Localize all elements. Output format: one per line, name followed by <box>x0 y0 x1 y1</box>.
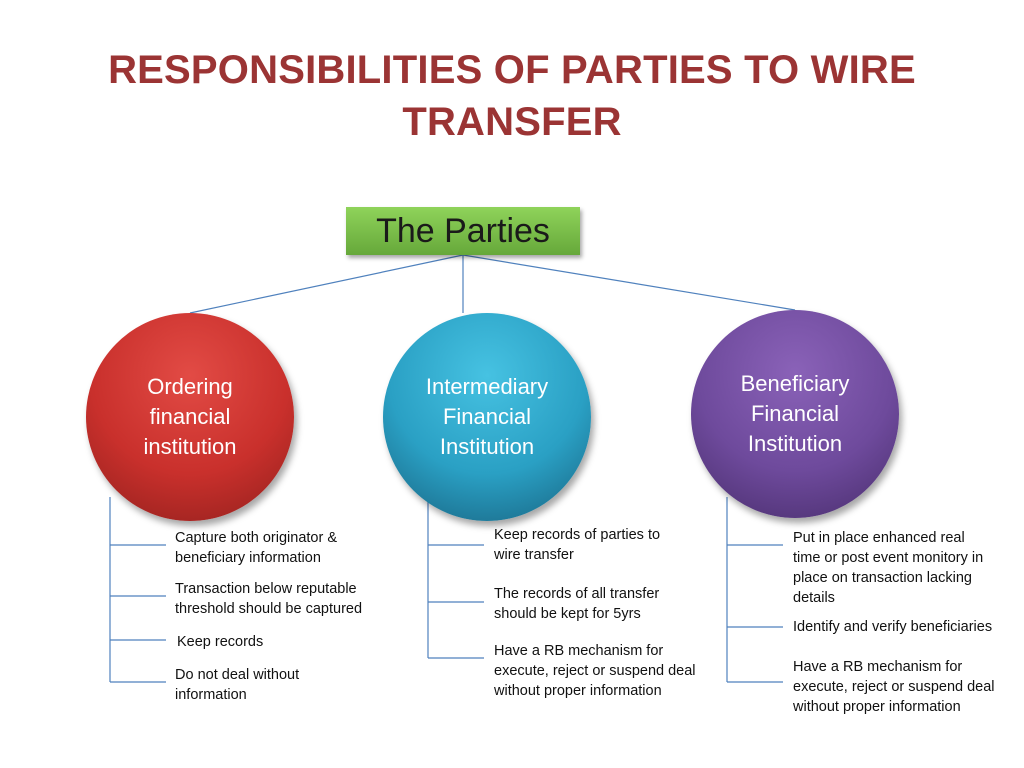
intermediary-item-1: Keep records of parties to wire transfer <box>494 527 661 563</box>
party-label-intermediary: Intermediary Financial Institution <box>425 374 549 459</box>
connector-root-ordering <box>189 254 464 314</box>
ordering-item-2: Transaction below reputable threshold sh… <box>175 581 363 617</box>
party-node-intermediary: Intermediary Financial Institution <box>383 313 591 521</box>
intermediary-item-3: Have a RB mechanism for execute, reject … <box>494 643 696 699</box>
party-node-beneficiary: Beneficiary Financial Institution <box>691 310 899 518</box>
ordering-item-4: Do not deal without information <box>175 667 300 703</box>
intermediary-item-2: The records of all transfer should be ke… <box>494 586 660 622</box>
ordering-item-1: Capture both originator & beneficiary in… <box>175 530 338 566</box>
party-label-beneficiary: Beneficiary Financial Institution <box>740 371 850 456</box>
connector-root-beneficiary <box>462 254 796 311</box>
party-label-ordering: Ordering financial institution <box>143 374 237 459</box>
ordering-item-3: Keep records <box>177 634 264 650</box>
beneficiary-item-2: Identify and verify beneficiaries <box>793 619 993 635</box>
party-node-ordering: Ordering financial institution <box>86 313 294 521</box>
root-node-the-parties: The Parties <box>346 207 580 255</box>
beneficiary-item-3: Have a RB mechanism for execute, reject … <box>793 659 995 715</box>
page-title: RESPONSIBILITIES OF PARTIES TO WIRE TRAN… <box>108 48 916 144</box>
beneficiary-item-1: Put in place enhanced real time or post … <box>793 530 984 606</box>
